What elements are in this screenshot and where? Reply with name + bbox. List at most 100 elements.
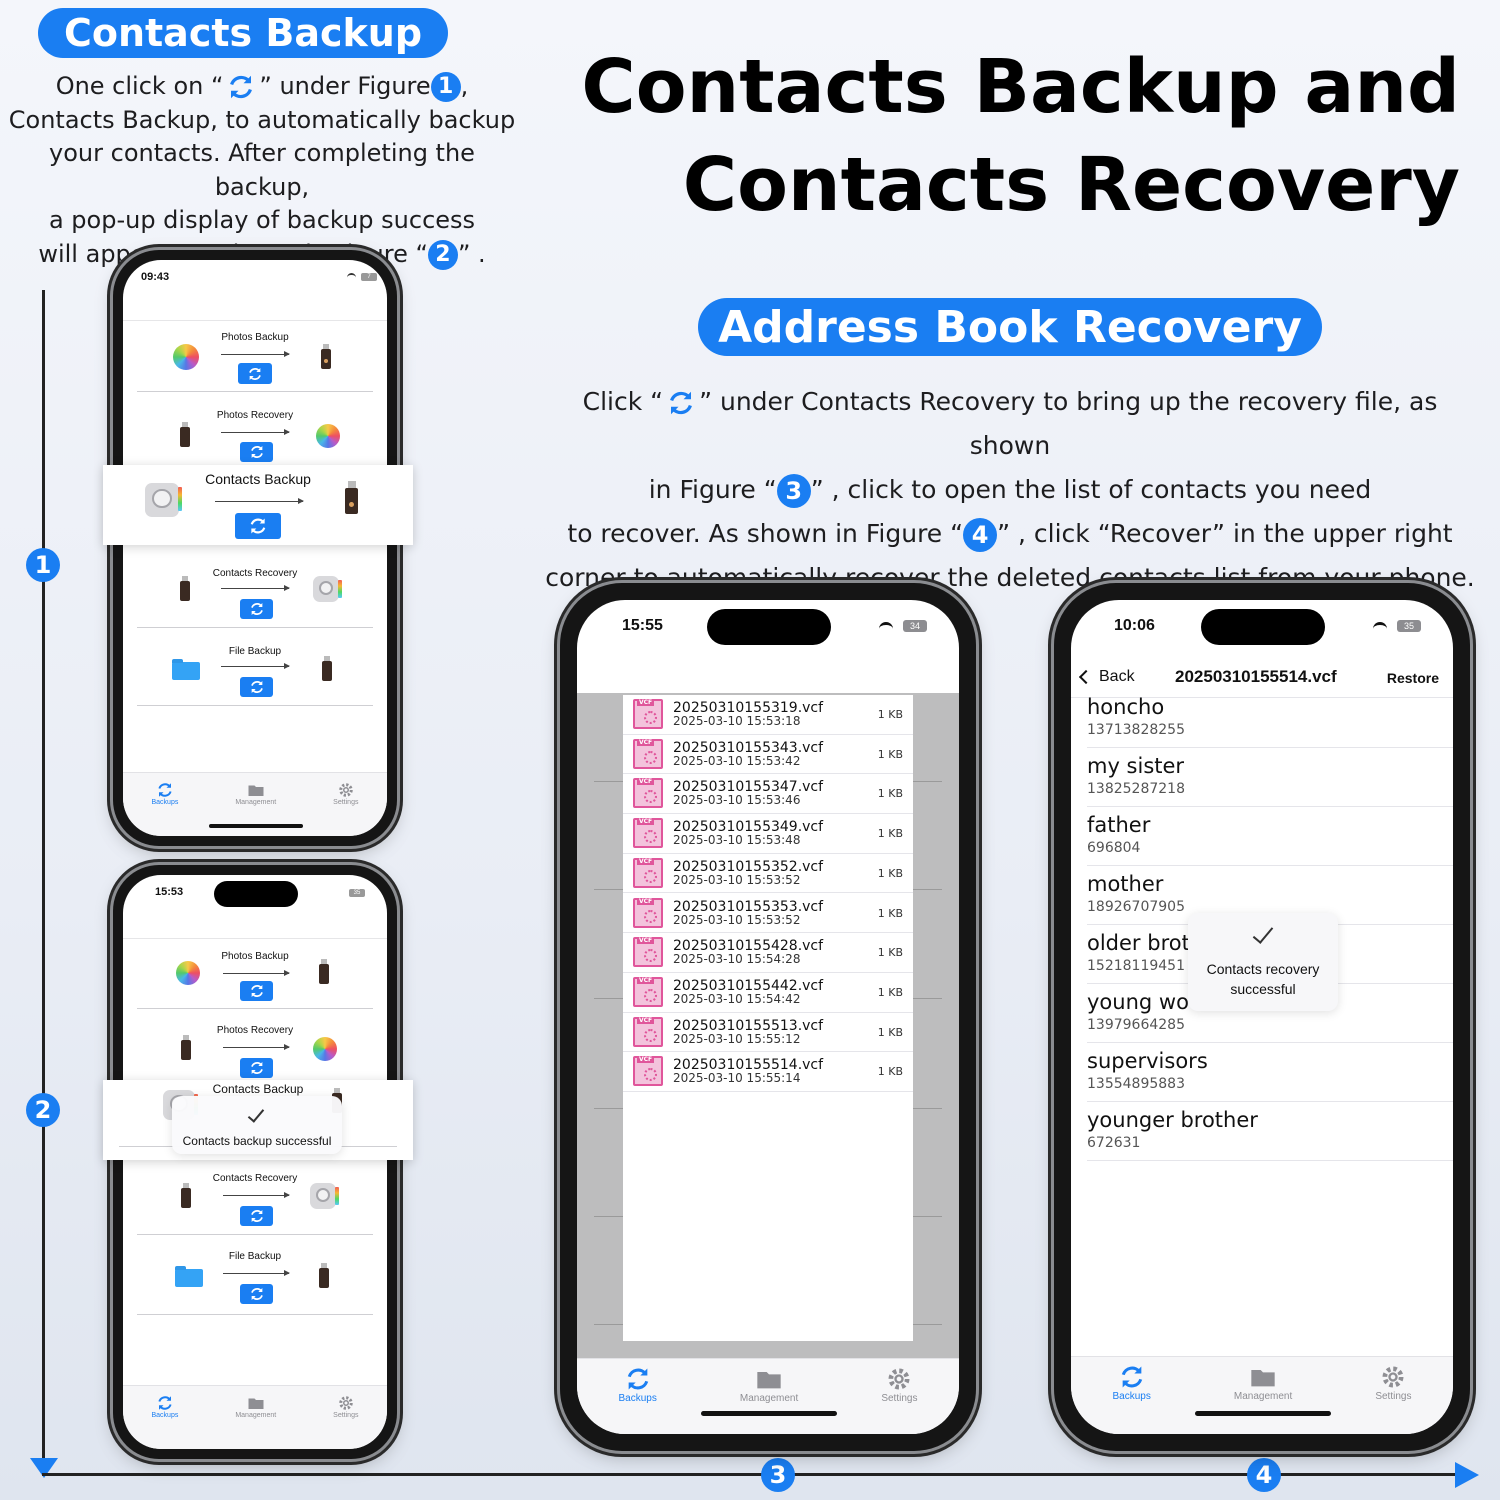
header-divider	[123, 320, 387, 321]
file-backup-sync-button[interactable]	[240, 1284, 273, 1304]
photos-recovery-sync-button[interactable]	[240, 1058, 273, 1078]
bg-divider	[594, 889, 640, 890]
right-instructions: Click “” under Contacts Recovery to brin…	[545, 387, 1475, 592]
bg-divider	[896, 1324, 942, 1325]
photos-backup-sync-button[interactable]	[240, 981, 273, 1001]
checkmark-icon	[247, 1105, 265, 1123]
sync-icon	[158, 783, 172, 797]
phone-figure-2: 15:53 35 Photos Backup Photos Recovery C…	[113, 865, 397, 1459]
usb-drive-icon	[181, 1183, 191, 1208]
sync-icon	[250, 1210, 263, 1222]
sync-icon	[670, 391, 693, 415]
photos-recovery-row[interactable]: Photos Recovery	[137, 402, 373, 472]
sync-icon	[249, 367, 261, 380]
sync-icon	[250, 1062, 263, 1074]
photos-recovery-sync-button[interactable]	[240, 442, 273, 462]
contacts-recovery-sync-button[interactable]	[240, 1206, 273, 1226]
home-indicator	[701, 1411, 837, 1416]
vcf-file-icon	[633, 1056, 663, 1087]
tab-settings[interactable]: Settings	[333, 1394, 358, 1449]
tab-backups[interactable]: Backups	[1113, 1363, 1151, 1434]
bg-divider	[896, 781, 942, 782]
tab-management[interactable]: Management	[235, 1394, 276, 1449]
header-divider	[123, 938, 387, 939]
figure-3-badge: 3	[776, 474, 811, 508]
gear-icon	[339, 1396, 353, 1410]
tab-settings[interactable]: Settings	[881, 1365, 917, 1434]
tab-bar: Backups Management Settings	[123, 1385, 387, 1449]
usb-drive-icon	[180, 422, 190, 447]
contacts-backup-sync-button[interactable]	[235, 513, 281, 539]
folder-icon	[172, 659, 200, 680]
file-backup-row[interactable]: File Backup	[137, 1241, 373, 1315]
photos-backup-row[interactable]: Photos Backup	[137, 941, 373, 1009]
phone-2-screen: 15:53 35 Photos Backup Photos Recovery C…	[123, 875, 387, 1449]
contacts-recovery-row[interactable]: Contacts Recovery	[137, 1165, 373, 1235]
tab-backups[interactable]: Backups	[151, 1394, 178, 1449]
file-backup-row[interactable]: File Backup	[137, 634, 373, 706]
phone-figure-1: 09:43 7 Photos Backup Photos Recovery Co…	[113, 250, 397, 846]
home-indicator	[209, 824, 303, 828]
photos-backup-row[interactable]: Photos Backup	[137, 324, 373, 392]
vcf-file-icon	[633, 738, 663, 769]
folder-icon	[248, 1398, 264, 1409]
restore-button[interactable]: Restore	[1386, 670, 1439, 686]
main-title-line2: Contacts Recovery	[682, 142, 1460, 228]
sync-icon	[1121, 1366, 1142, 1388]
wifi-icon	[879, 622, 893, 634]
tab-bar: Backups Management Settings	[577, 1358, 959, 1434]
figure-1-badge: 1	[430, 72, 461, 102]
recovery-success-toast: Contacts recovery successful	[1188, 913, 1338, 1011]
status-time: 15:55	[622, 617, 663, 634]
photos-backup-sync-button[interactable]	[238, 363, 272, 384]
photos-icon	[173, 344, 199, 370]
horizontal-axis-arrow	[1455, 1462, 1479, 1488]
chevron-left-icon	[1078, 669, 1094, 685]
back-button[interactable]: Back	[1078, 668, 1135, 686]
folder-icon	[248, 785, 264, 796]
usb-drive-icon	[321, 344, 331, 369]
contacts-icon	[310, 1183, 339, 1209]
nav-title: 20250310155514.vcf	[1175, 667, 1337, 686]
tab-management[interactable]: Management	[235, 781, 276, 836]
photos-icon	[316, 424, 340, 448]
contacts-recovery-row[interactable]: Contacts Recovery	[137, 558, 373, 628]
tab-backups[interactable]: Backups	[619, 1365, 657, 1434]
sync-icon	[250, 446, 263, 458]
axis-marker-2: 2	[26, 1093, 60, 1127]
arrow-right	[223, 1044, 290, 1050]
dynamic-island	[1201, 609, 1325, 645]
tab-settings[interactable]: Settings	[1375, 1363, 1411, 1434]
vcf-file-icon	[633, 897, 663, 928]
photos-recovery-row[interactable]: Photos Recovery	[137, 1015, 373, 1085]
contacts-backup-highlight-card[interactable]: Contacts Backup	[103, 465, 413, 545]
file-backup-sync-button[interactable]	[240, 677, 273, 697]
bg-divider	[594, 1216, 640, 1217]
sync-icon	[627, 1368, 648, 1390]
contacts-recovery-sync-button[interactable]	[240, 599, 273, 619]
tab-management[interactable]: Management	[740, 1365, 798, 1434]
tab-settings[interactable]: Settings	[333, 781, 358, 836]
wifi-icon	[347, 273, 356, 281]
vertical-axis	[42, 290, 45, 1466]
tab-backups[interactable]: Backups	[151, 781, 178, 836]
sync-icon	[158, 1396, 172, 1410]
tab-management[interactable]: Management	[1234, 1363, 1292, 1434]
